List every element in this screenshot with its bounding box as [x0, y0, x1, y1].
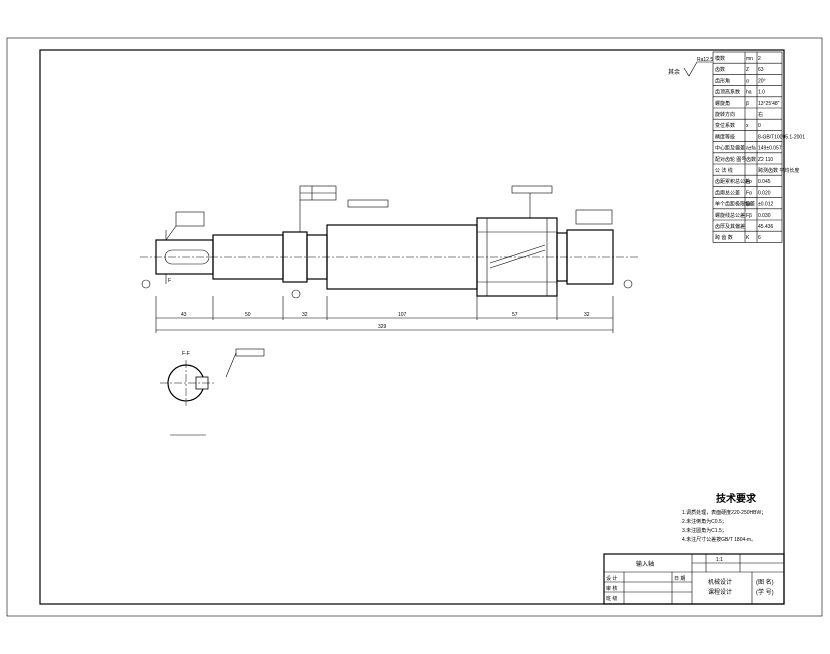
outer-frame	[6, 37, 823, 617]
param-value: 20°	[758, 78, 766, 84]
param-symbol: 齿数	[746, 156, 756, 163]
shaft-view: F	[140, 217, 640, 297]
param-name: 齿形角	[715, 77, 730, 84]
param-value: 2	[758, 56, 761, 62]
date-label: 日 期	[674, 576, 685, 582]
roughness-value: Ra12.5	[697, 57, 713, 63]
part-name: 输入轴	[636, 560, 654, 568]
tech-req-item-1: 1.调质处理，表面硬度220-250HBW；	[682, 509, 766, 516]
dim-50: 50	[245, 312, 251, 318]
param-value: 0.045	[758, 179, 771, 185]
shaft-segment-8	[566, 229, 614, 285]
param-value: 0.030	[758, 213, 771, 219]
datum-a-icon	[141, 279, 151, 289]
param-symbol: K	[746, 235, 750, 241]
design-label: 机械设计	[708, 578, 732, 586]
datum-c-icon	[623, 279, 633, 289]
param-symbol: Fβ	[746, 213, 752, 219]
param-name: 跨 齿 数	[715, 234, 733, 241]
param-value: 6	[758, 235, 761, 241]
param-value: 8-GB/T10095.1-2001	[758, 134, 805, 140]
param-symbol: a±fa	[746, 146, 756, 152]
inner-frame	[39, 49, 785, 605]
tech-req-item-4: 4.未注尺寸公差按GB/T 1804-m。	[682, 536, 756, 543]
datum-b-icon	[291, 289, 301, 299]
drawing-no: (图 名)	[756, 578, 774, 586]
technical-requirements: 技术要求 1.调质处理，表面硬度220-250HBW； 2.未注倒角为C0.5；…	[682, 492, 766, 543]
tech-req-item-2: 2.未注倒角为C0.5；	[682, 518, 727, 525]
param-symbol: mn	[746, 56, 753, 62]
dim-32b: 32	[584, 312, 590, 318]
title-block: 输入轴 1:1 设 计 审 核 班 级 日 期 机械设计 课程设计 (图 名) …	[603, 553, 785, 605]
param-value: 右	[758, 111, 763, 118]
param-name: 螺旋角	[715, 100, 730, 107]
keyway	[164, 249, 210, 265]
tech-req-item-3: 3.未注圆角为C1.5；	[682, 527, 727, 534]
dim-57: 57	[512, 312, 518, 318]
row-class: 班 级	[606, 595, 617, 602]
dim-107: 107	[398, 312, 407, 318]
roughness-note: 其余	[668, 68, 680, 76]
param-name: 齿数	[715, 66, 725, 73]
param-value: 0	[758, 123, 761, 129]
param-name: 齿廓总公差	[715, 189, 740, 196]
param-name: 变位系数	[715, 122, 735, 129]
param-name: 公 法 线	[715, 167, 733, 174]
param-name: 旋转方向	[715, 111, 735, 118]
param-name: 模数	[715, 55, 725, 62]
param-name: 中心距及偏差	[715, 145, 745, 152]
param-symbol: ha	[746, 90, 752, 96]
param-name: 精度等级	[715, 133, 735, 140]
dim-43: 43	[181, 312, 187, 318]
param-value: Z2 110	[758, 157, 773, 163]
course-label: 课程设计	[708, 588, 732, 596]
param-name: 齿顶高系数	[715, 89, 740, 96]
param-name: 单个齿距极限偏差	[715, 201, 755, 208]
param-name: 螺旋线总公差	[715, 212, 745, 219]
tolerance-frames	[165, 185, 613, 241]
param-name: 齿厚及其偏差	[715, 223, 745, 230]
param-symbol: β	[746, 101, 749, 107]
param-value: 0.020	[758, 190, 771, 196]
param-symbol: Z	[746, 67, 749, 73]
gear-segment	[476, 217, 558, 297]
param-value: ±0.012	[758, 202, 773, 208]
gear-parameter-table: 模数 mn 2 齿数 Z 63 齿形角 α 20° 齿顶高系数 ha 1.0 螺旋角 β 13°25'48"…	[712, 51, 805, 243]
roughness-icon	[683, 61, 712, 77]
param-symbol: α	[746, 78, 749, 84]
dim-total: 329	[378, 324, 387, 330]
dim-32a: 32	[302, 312, 308, 318]
tech-req-title: 技术要求	[716, 492, 757, 505]
param-name: 齿距累积总公差	[715, 178, 750, 185]
param-symbol: fpt	[746, 202, 752, 208]
section-view: F-F	[160, 348, 265, 436]
param-symbol: Fp	[746, 179, 752, 185]
row-design: 设 计	[606, 575, 617, 582]
param-value: 45.436	[758, 224, 774, 230]
param-name: 配对齿轮 图号	[715, 156, 746, 163]
row-review: 审 核	[606, 585, 617, 592]
section-mark: F	[168, 278, 171, 284]
section-title: F-F	[182, 351, 190, 357]
param-value: 跨测齿数 平均长度	[758, 167, 799, 174]
param-value: 13°25'48"	[758, 101, 780, 107]
param-value: 63	[758, 67, 764, 73]
param-symbol: Fα	[746, 190, 752, 196]
param-value: 149±0.057	[758, 146, 782, 152]
scale: 1:1	[716, 557, 723, 563]
param-symbol: x	[746, 123, 749, 129]
school-no: (学 号)	[756, 588, 774, 596]
param-value: 1.0	[758, 90, 765, 96]
dimensions-bottom: 43 50 32 107 57 32 329	[155, 296, 614, 333]
